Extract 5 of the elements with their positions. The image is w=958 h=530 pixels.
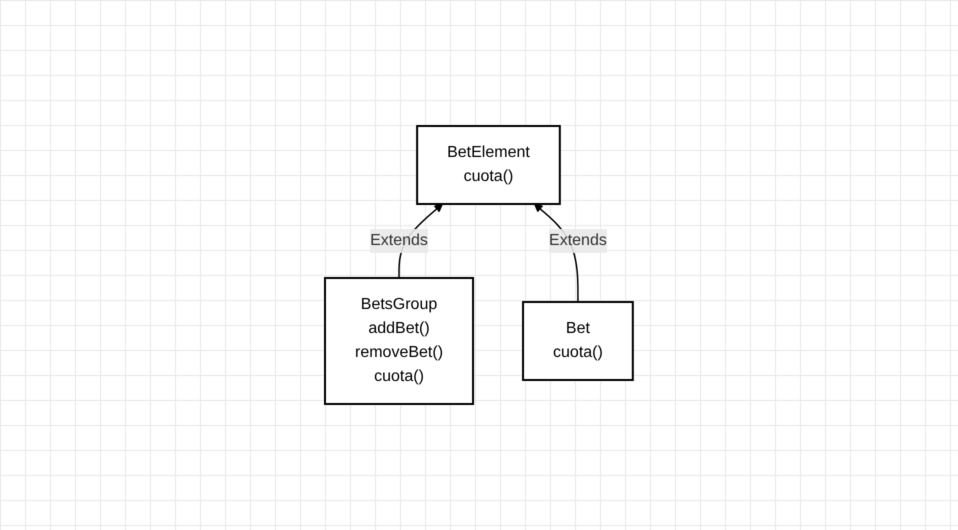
edge-label: Extends: [549, 232, 607, 249]
edge-label: Extends: [370, 232, 428, 249]
node-box: BetsGroup addBet() removeBet() cuota(): [324, 277, 474, 405]
node-box: Bet cuota(): [522, 301, 634, 381]
node-box: BetElement cuota(): [416, 125, 561, 205]
